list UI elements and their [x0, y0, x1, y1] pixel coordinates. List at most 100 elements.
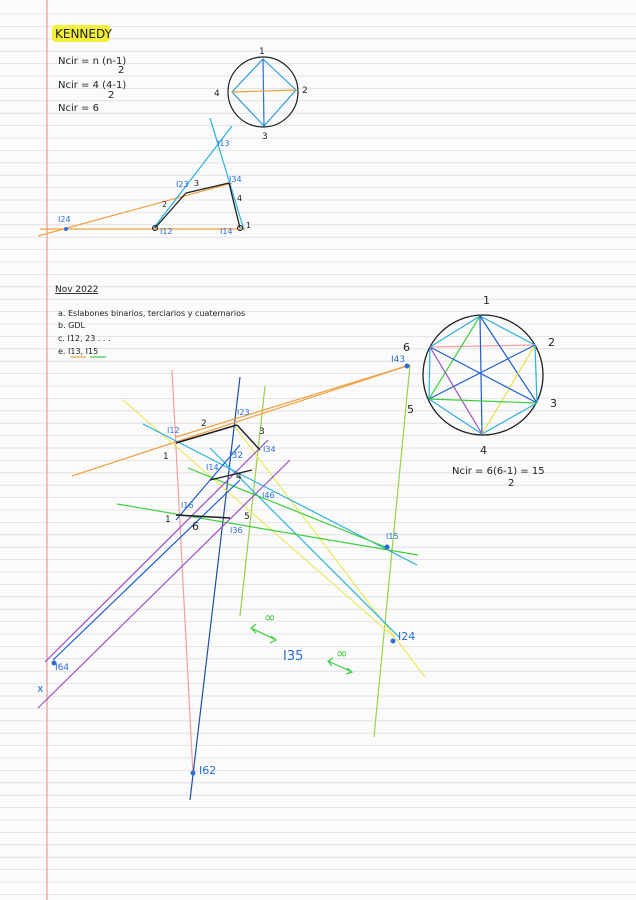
link-num-2: 2 — [201, 419, 207, 429]
formula-block: Ncir = n (n-1) 2 Ncir = 4 (4-1) 2 Ncir =… — [58, 56, 126, 114]
link-num-1: 1 — [163, 452, 169, 462]
arrow-right-head-b — [345, 667, 354, 675]
line-cyan-2 — [209, 447, 401, 639]
line-cyan-1 — [142, 423, 418, 566]
infinity-symbol-right: ∞ — [336, 646, 348, 662]
point-i15 — [384, 544, 390, 550]
bottom-mechanism-lines — [37, 364, 426, 801]
line-yellow-1 — [122, 399, 396, 639]
bottom-node-3: 3 — [550, 397, 557, 410]
link-bar-3 — [236, 424, 261, 451]
line-purple-2 — [37, 459, 291, 709]
pivot-i14 — [237, 225, 243, 231]
center-i23: I23 — [176, 180, 189, 189]
chord-1-3 — [479, 315, 538, 404]
center-label-i64: I64 — [55, 663, 69, 673]
center-label-i24: I24 — [398, 630, 415, 643]
chord-1-5 — [428, 315, 481, 400]
line-purple-1 — [44, 439, 269, 663]
center-i24: I24 — [58, 215, 71, 224]
line-yellow-2 — [234, 426, 426, 678]
top-link-2: 2 — [162, 200, 167, 209]
chord-2-5 — [428, 344, 536, 400]
bottom-node-2: 2 — [548, 336, 555, 349]
arrow-right-head-a — [327, 657, 334, 667]
bottom-circle-diagram: 1 2 3 4 5 6 — [403, 294, 557, 457]
arrow-left-head-a — [250, 623, 257, 634]
bottom-formula: Ncir = 6(6-1) = 15 2 — [452, 466, 545, 489]
infinity-symbol-left: ∞ — [264, 610, 276, 626]
center-label-i23: I23 — [237, 408, 250, 417]
line-pink — [171, 369, 194, 776]
chord-4-5 — [428, 398, 483, 435]
bottom-formula-den: 2 — [508, 478, 514, 489]
bottom-node-6: 6 — [403, 341, 410, 354]
orange-line-i24 — [37, 182, 233, 237]
bottom-node-4: 4 — [480, 444, 487, 457]
section-item-c: c. I12, 23 . . . — [58, 334, 111, 343]
link-num-3: 3 — [259, 427, 265, 437]
link-bar-6 — [175, 514, 231, 519]
center-label-i12: I12 — [167, 426, 180, 435]
x-mark: x — [37, 682, 44, 695]
chord-3-4 — [481, 402, 538, 435]
chord-6-2 — [429, 344, 536, 348]
link-bar-4 — [209, 469, 253, 481]
center-label-i16: I16 — [181, 501, 194, 510]
arrow-right-i35 — [327, 660, 353, 673]
center-i12: I12 — [160, 227, 173, 236]
center-label-i43: I43 — [391, 355, 405, 365]
point-i43 — [404, 363, 410, 369]
section-item-a: a. Eslabones binarios, terciarios y cuat… — [58, 309, 245, 318]
title-highlight — [52, 25, 110, 42]
center-label-i32: I32 — [229, 451, 243, 461]
link-3 — [185, 182, 230, 194]
top-circle-diagram: 1 2 3 4 — [214, 47, 308, 142]
chord-1-4 — [479, 315, 483, 435]
top-circle — [227, 56, 299, 128]
arrow-left-i35 — [250, 627, 277, 641]
chord-2-4 — [481, 344, 536, 435]
section-title: Nov 2022 — [55, 285, 98, 295]
line-orange-i43-b — [175, 364, 411, 438]
formula-line-2-den: 2 — [108, 90, 114, 101]
cyan-line-i13 — [152, 125, 233, 230]
pivot-i24 — [64, 227, 68, 231]
link-bar-2 — [175, 424, 238, 444]
top-node-2: 2 — [302, 86, 308, 96]
point-i62 — [190, 770, 196, 776]
formula-line-1-den: 2 — [118, 65, 124, 76]
formula-line-2: Ncir = 4 (4-1) — [58, 80, 126, 91]
link-num-1b: 1 — [165, 515, 171, 525]
link-num-5: 5 — [244, 512, 250, 522]
line-orange-i43-a — [71, 364, 411, 477]
top-mechanism: I13 I23 I34 I24 I12 I14 1 2 3 4 — [37, 117, 251, 237]
chord-1-2 — [479, 315, 536, 346]
top-node-4: 4 — [214, 89, 220, 99]
chord-6-3 — [429, 346, 538, 404]
chord-5-3 — [428, 398, 538, 404]
top-link-1: 1 — [246, 221, 251, 230]
center-i13: I13 — [217, 139, 230, 148]
center-label-i35: I35 — [283, 649, 303, 664]
section-list: a. Eslabones binarios, terciarios y cuat… — [58, 309, 245, 356]
formula-line-3: Ncir = 6 — [58, 103, 99, 114]
center-label-i34: I34 — [263, 445, 276, 454]
top-link-3: 3 — [194, 179, 199, 188]
bottom-points — [51, 363, 410, 776]
bottom-node-5: 5 — [407, 403, 414, 416]
link-num-6: 6 — [192, 520, 199, 533]
infinity-arrows — [250, 623, 354, 675]
center-label-i46: I46 — [262, 491, 275, 500]
pivot-i12 — [152, 225, 158, 231]
chord-2-3 — [534, 344, 538, 404]
bottom-link-numbers: 1 2 3 4 5 6 1 — [163, 419, 265, 533]
top-node-3: 3 — [262, 132, 268, 142]
link-num-4: 4 — [236, 472, 242, 482]
section-item-e: e. I13, I15 — [58, 347, 98, 356]
ruled-lines — [0, 13, 636, 895]
top-node-1: 1 — [259, 47, 265, 57]
point-i64 — [51, 660, 57, 666]
bottom-node-1: 1 — [483, 294, 490, 307]
section-item-b: b. GDL — [58, 321, 86, 330]
